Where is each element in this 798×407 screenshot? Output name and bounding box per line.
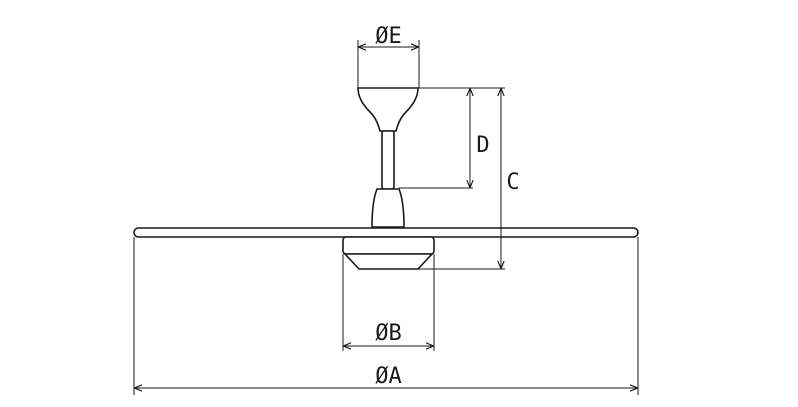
light-kit-rim: [342, 236, 435, 255]
fan-blades: [133, 227, 639, 238]
dimension-a: ØA: [133, 237, 639, 395]
label-e: ØE: [375, 24, 402, 49]
motor-housing: [371, 188, 405, 228]
dimension-d: D: [399, 87, 505, 189]
downrod: [381, 130, 395, 190]
dimension-b: ØB: [342, 254, 435, 351]
label-b: ØB: [375, 321, 402, 346]
label-d: D: [476, 133, 489, 158]
label-c: C: [506, 170, 519, 195]
light-kit-bowl: [343, 253, 434, 270]
ceiling-canopy: [357, 87, 419, 132]
label-a: ØA: [375, 364, 402, 389]
fan-drawing: [133, 87, 639, 270]
dimension-c: C: [418, 89, 520, 270]
dimension-e: ØE: [357, 24, 420, 88]
